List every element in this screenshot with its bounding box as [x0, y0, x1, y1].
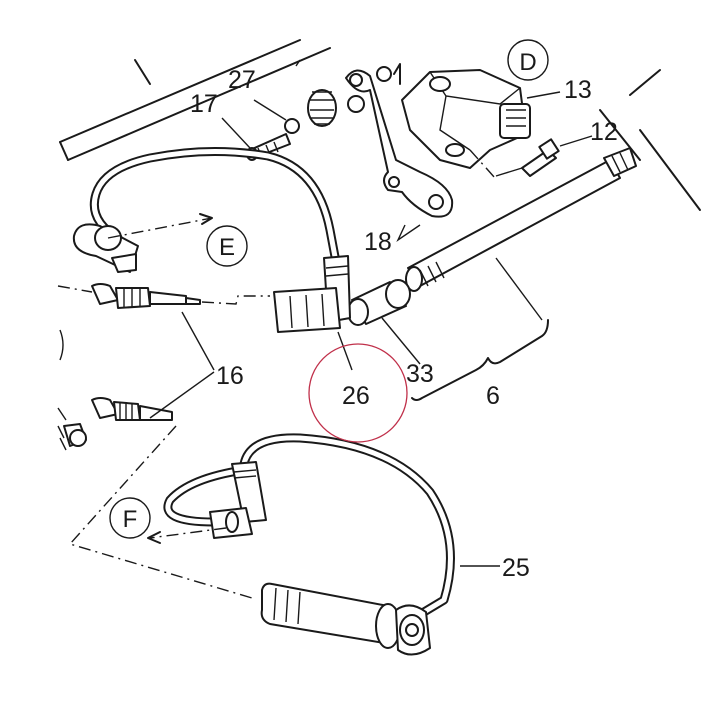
callout-6: 6 — [486, 382, 500, 410]
view-label-f: F — [123, 506, 138, 533]
callout-27: 27 — [228, 66, 256, 94]
view-label-e: E — [219, 234, 235, 261]
callout-33: 33 — [406, 360, 434, 388]
callout-16: 16 — [216, 362, 244, 390]
view-circle-e — [206, 225, 248, 267]
view-circle-d — [507, 39, 549, 81]
ignition-cable-25 — [147, 433, 500, 656]
callout-13: 13 — [564, 76, 592, 104]
callout-12: 12 — [590, 118, 618, 146]
frame-lines — [59, 39, 701, 361]
callout-25: 25 — [502, 554, 530, 582]
bracket-6 — [411, 257, 549, 401]
bolt-12 — [495, 135, 593, 177]
callout-17: 17 — [190, 90, 218, 118]
highlight-circle-26 — [308, 343, 408, 443]
view-circle-f — [109, 497, 151, 539]
view-label-d: D — [519, 49, 536, 76]
spark-plug-16-lower — [57, 371, 253, 599]
spark-plug-tube-6 — [405, 147, 637, 292]
callout-18: 18 — [364, 228, 392, 256]
ignition-cable-26 — [72, 146, 353, 371]
lever-18 — [345, 69, 454, 243]
coil-bracket-13: D — [401, 39, 561, 179]
spark-plug-16-upper — [57, 283, 270, 371]
callout-26: 26 — [342, 382, 370, 410]
